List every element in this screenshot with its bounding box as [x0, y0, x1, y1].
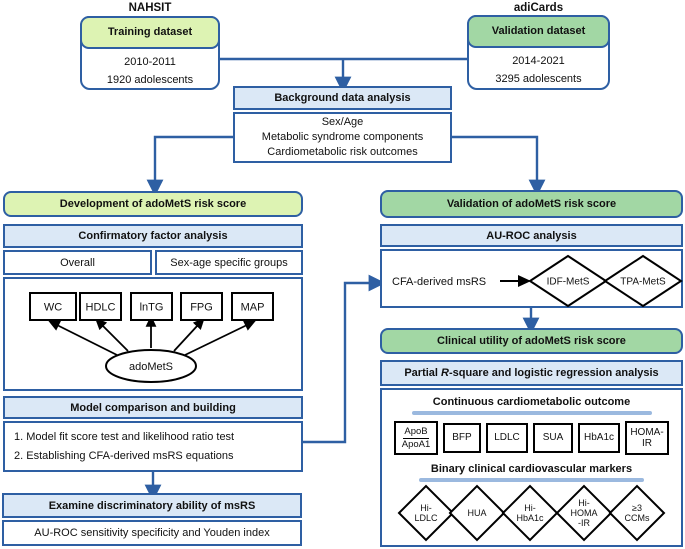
background-item-sex-age: Sex/Age [321, 116, 364, 128]
background-item-cardiometabolic: Cardiometabolic risk outcomes [267, 146, 418, 158]
continuous-outcome-boxes: ApoB ApoA1 BFP LDLC SUA HbA1c HOMA-IR [394, 421, 669, 455]
tpa-mets-label: TPA-MetS [620, 277, 666, 288]
idf-mets-label: IDF-MetS [547, 277, 590, 288]
cfa-path-diagram: WC HDLC lnTG FPG MAP adoMetS [3, 277, 303, 391]
cfa-arrow-map [184, 320, 256, 356]
cfa-group-sex-age: Sex-age specific groups [155, 250, 303, 275]
auroc-header: AU-ROC analysis [380, 224, 683, 247]
background-item-mets-components: Metabolic syndrome components [261, 131, 424, 143]
hi-homa-label-2: HOMA [570, 508, 597, 518]
training-period: 2010-2011 [124, 55, 176, 68]
partial-header-post: -square and logistic regression analysis [448, 367, 659, 379]
validation-dataset-details: 2014-2021 3295 adolescents [469, 48, 608, 88]
hi-hba1c-label-1: Hi- [524, 503, 536, 513]
partial-rsquare-body: Continuous cardiometabolic outcome ApoB … [380, 388, 683, 547]
training-dataset-header: Training dataset [79, 15, 221, 49]
clinical-utility-header: Clinical utility of adoMetS risk score [380, 328, 683, 354]
cfa-arrow-fpg [173, 317, 205, 352]
cfa-indicator-box-hdlc [79, 292, 122, 321]
hi-ldlc-label-2: LDLC [414, 513, 438, 523]
cfa-indicator-box-map [231, 292, 274, 321]
validation-dataset-header: Validation dataset [466, 14, 611, 48]
hua-label: HUA [467, 508, 486, 518]
training-count: 1920 adolescents [106, 73, 194, 86]
auroc-body: CFA-derived msRS IDF-MetS TPA-MetS [380, 249, 683, 308]
development-section-header: Development of adoMetS risk score [3, 191, 303, 217]
sua-box: SUA [533, 423, 573, 453]
model-comparison-body: 1. Model fit score test and likelihood r… [3, 421, 303, 472]
validation-count: 3295 adolescents [495, 72, 582, 85]
model-comparison-item-1: 1. Model fit score test and likelihood r… [14, 430, 235, 443]
cfa-indicator-label-lntg: lnTG [140, 302, 164, 314]
cfa-indicator-box-fpg [180, 292, 223, 321]
background-analysis-header: Background data analysis [233, 86, 452, 110]
ge3-ccms-label-1: ≥3 [632, 503, 642, 513]
bfp-box: BFP [443, 423, 481, 453]
ldlc-box: LDLC [486, 423, 528, 453]
continuous-outcome-title: Continuous cardiometabolic outcome [432, 396, 631, 408]
cfa-indicator-box-wc [29, 292, 77, 321]
partial-header-pre: Partial [404, 367, 442, 379]
examine-msrs-header: Examine discriminatory ability of msRS [2, 493, 302, 518]
cfa-indicator-label-hdlc: HDLC [86, 302, 116, 314]
tpa-mets-diamond [603, 254, 683, 308]
examine-msrs-body: AU-ROC sensitivity specificity and Youde… [2, 520, 302, 546]
model-comparison-item-2: 2. Establishing CFA-derived msRS equatio… [14, 449, 234, 462]
partial-rsquare-header: Partial R-square and logistic regression… [380, 360, 683, 386]
training-dataset-details: 2010-2011 1920 adolescents [82, 49, 218, 89]
training-dataset-box: Training dataset 2010-2011 1920 adolesce… [79, 15, 221, 90]
cfa-latent-label: adoMetS [129, 361, 173, 373]
ge3-ccms-diamond [608, 484, 665, 542]
hi-homa-label-3: -IR [578, 518, 590, 528]
validation-period: 2014-2021 [512, 54, 565, 67]
apoa1-label: ApoA1 [401, 439, 431, 450]
validation-source-title: adiCards [513, 1, 564, 14]
apob-label: ApoB [403, 426, 429, 439]
homa-ir-box: HOMA-IR [625, 421, 669, 455]
cfa-latent-ellipse [105, 349, 197, 383]
validation-section-header: Validation of adoMetS risk score [380, 190, 683, 218]
hi-hba1c-label-2: HbA1c [516, 513, 544, 523]
cfa-group-overall: Overall [3, 250, 152, 275]
hba1c-box: HbA1c [578, 423, 620, 453]
cfa-header: Confirmatory factor analysis [3, 224, 303, 248]
cfa-indicator-label-wc: WC [44, 302, 62, 314]
binary-markers-title: Binary clinical cardiovascular markers [430, 463, 633, 475]
continuous-outcome-underline [411, 411, 652, 415]
cfa-indicator-label-fpg: FPG [190, 302, 213, 314]
model-comparison-header: Model comparison and building [3, 396, 303, 419]
auroc-input-label: CFA-derived msRS [392, 276, 486, 288]
ge3-ccms-label-2: CCMs [624, 513, 649, 523]
hi-ldlc-label-1: Hi- [420, 503, 432, 513]
cfa-indicator-label-map: MAP [241, 302, 265, 314]
validation-dataset-box: Validation dataset 2014-2021 3295 adoles… [466, 14, 611, 90]
apob-apoa1-box: ApoB ApoA1 [394, 421, 438, 455]
hi-homa-label-1: Hi- [578, 498, 590, 508]
cfa-indicator-box-lntg [130, 292, 173, 321]
partial-header-italic-r: R [441, 367, 449, 379]
cfa-arrow-wc [48, 320, 118, 356]
background-analysis-body: Sex/Age Metabolic syndrome components Ca… [233, 112, 452, 163]
binary-markers-underline [419, 478, 644, 482]
training-source-title: NAHSIT [128, 1, 172, 14]
binary-markers-diamonds: Hi- LDLC HUA Hi- HbA1c Hi- HOMA -IR ≥3 C… [397, 484, 665, 542]
cfa-arrow-hdlc [94, 317, 129, 352]
